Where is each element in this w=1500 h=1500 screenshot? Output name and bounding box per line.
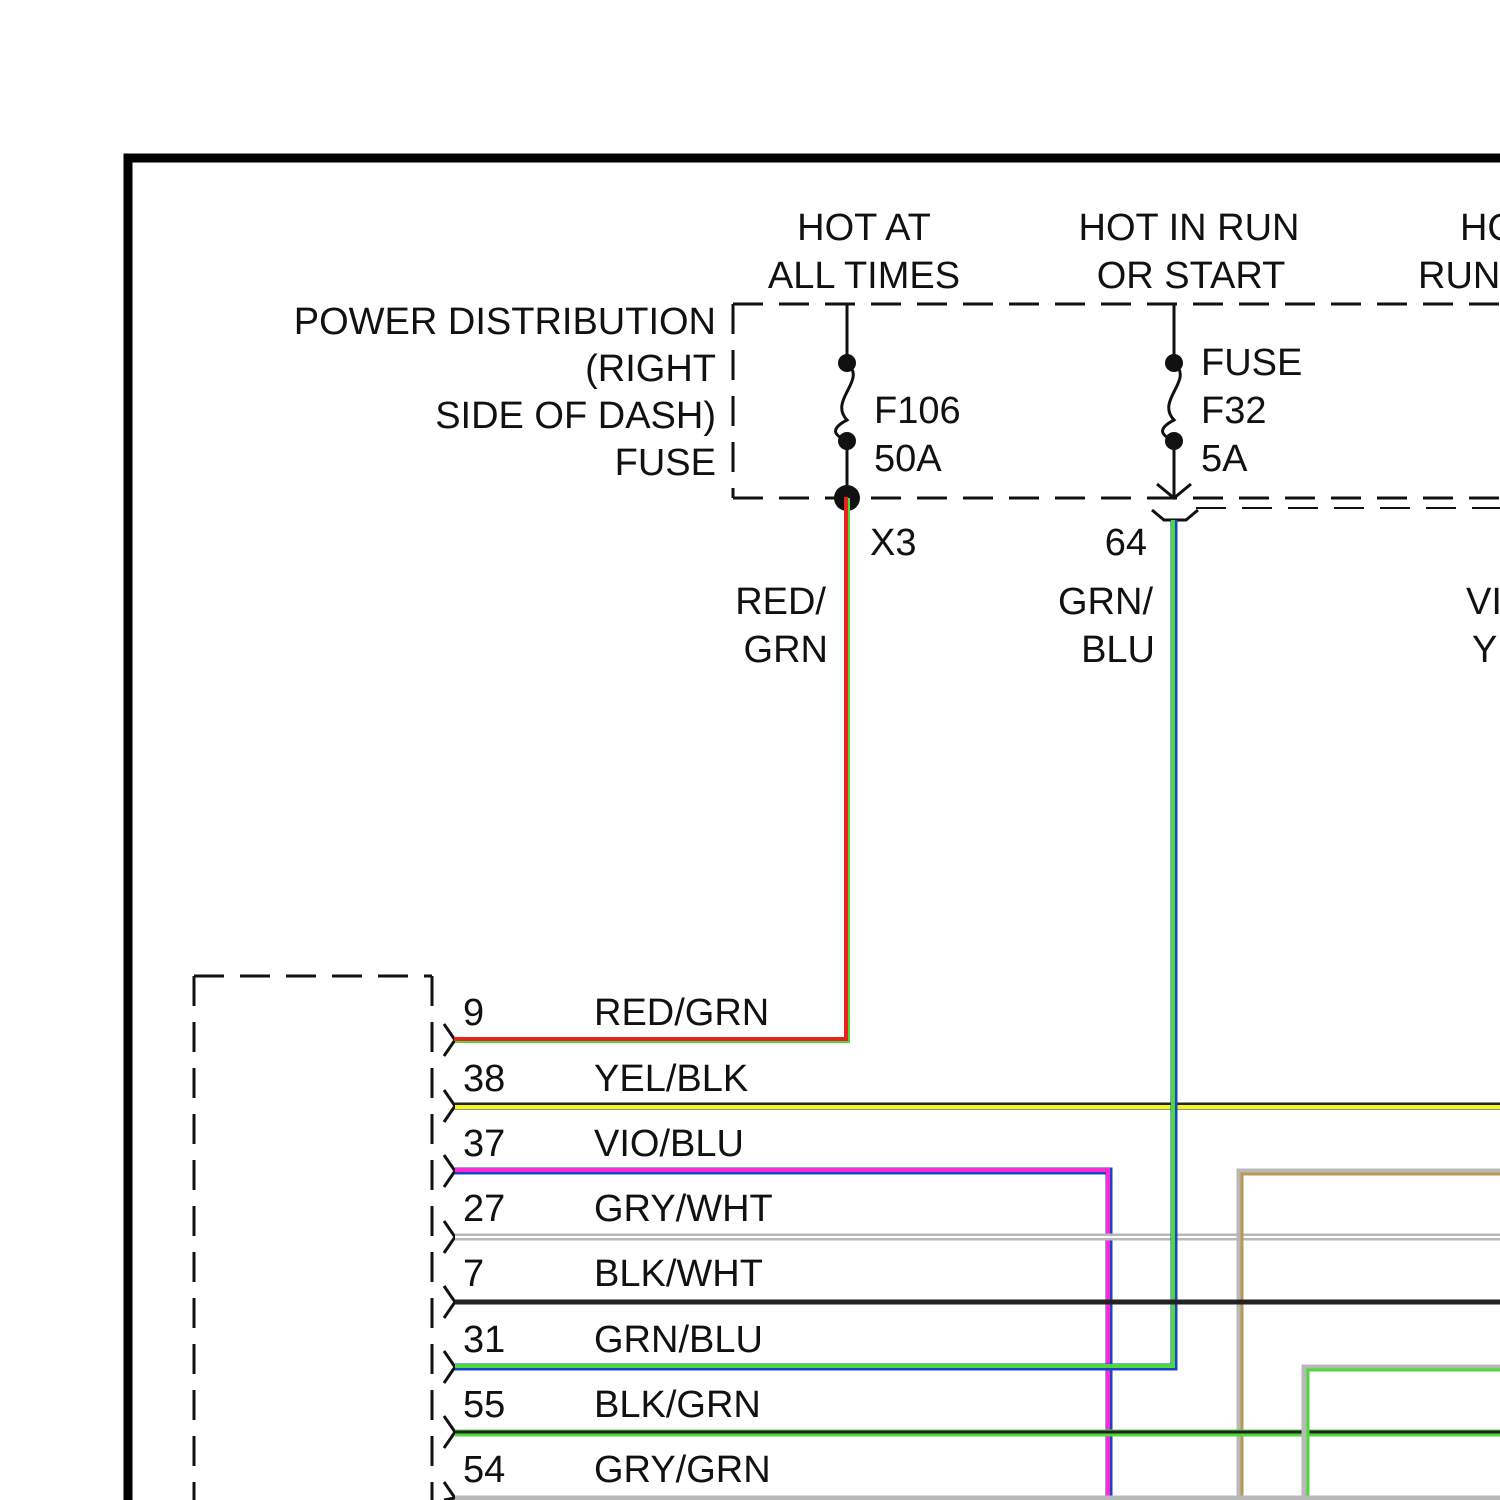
fuse-f106-terminal-top xyxy=(838,354,856,372)
pin-wire-color: GRY/WHT xyxy=(594,1188,773,1230)
fuse-f32-name: F32 xyxy=(1201,390,1266,432)
feed-wire-red-grn-line2: GRN xyxy=(744,629,828,671)
pin-number: 55 xyxy=(463,1384,505,1426)
fuse-f106-name: F106 xyxy=(874,390,961,432)
fuse-f32-symbol xyxy=(1152,304,1198,520)
pin-number: 9 xyxy=(463,992,484,1034)
fuse-f32-terminal-top xyxy=(1165,354,1183,372)
pin-wire-color: YEL/BLK xyxy=(594,1058,748,1100)
feed-wire-partial-line2: Y xyxy=(1472,629,1497,671)
power-distribution-line1: POWER DISTRIBUTION xyxy=(294,301,716,343)
hot-run-partial-line1: HO xyxy=(1460,207,1500,249)
wire-red-grn-outline xyxy=(455,498,847,1040)
power-distribution-line3: SIDE OF DASH) xyxy=(435,395,716,437)
feed-wire-partial-line1: VI xyxy=(1466,581,1500,623)
fuse-f32-rating: 5A xyxy=(1201,438,1248,480)
feed-wire-grn-blu-line2: BLU xyxy=(1081,629,1155,671)
hot-at-all-times-line2: ALL TIMES xyxy=(768,255,960,297)
hot-in-run-line2: OR START xyxy=(1097,255,1286,297)
fuse-f32-terminal-bottom xyxy=(1165,432,1183,450)
pin-wire-color: GRN/BLU xyxy=(594,1319,763,1361)
connector-64-label: 64 xyxy=(1105,522,1147,564)
fuse-f106-terminal-bottom xyxy=(838,432,856,450)
feed-wire-red-grn-line1: RED/ xyxy=(735,581,826,623)
power-distribution-line4: FUSE xyxy=(615,442,716,484)
pin-wire-color: BLK/GRN xyxy=(594,1384,761,1426)
pin-number: 27 xyxy=(463,1188,505,1230)
fuse-f106-rating: 50A xyxy=(874,438,942,480)
hot-at-all-times-line1: HOT AT xyxy=(797,207,931,249)
hot-run-partial-line2: RUN xyxy=(1418,255,1500,297)
pin-number: 7 xyxy=(463,1253,484,1295)
pin-wire-color: GRY/GRN xyxy=(594,1449,771,1491)
connector-x3-label: X3 xyxy=(870,522,916,564)
pin-wire-color: VIO/BLU xyxy=(594,1123,744,1165)
wire-vio-blu-outline xyxy=(455,1171,1109,1500)
pin-chevrons xyxy=(444,1024,455,1500)
pin-number: 54 xyxy=(463,1449,505,1491)
wire-vio-blu xyxy=(455,1170,1108,1500)
pin-wire-color: RED/GRN xyxy=(594,992,769,1034)
pin-wire-color: BLK/WHT xyxy=(594,1253,763,1295)
wire-red-grn xyxy=(454,497,846,1039)
fuse-f32-word: FUSE xyxy=(1201,342,1302,384)
fuse-f106-symbol xyxy=(836,304,854,498)
power-distribution-line2: (RIGHT xyxy=(585,348,716,390)
wire-tan xyxy=(1242,1174,1500,1500)
pin-number: 37 xyxy=(463,1123,505,1165)
pin-number: 31 xyxy=(463,1319,505,1361)
hot-in-run-line1: HOT IN RUN xyxy=(1079,207,1300,249)
feed-wire-grn-blu-line1: GRN/ xyxy=(1058,581,1153,623)
module-outline xyxy=(194,976,432,1500)
wire-tan-outline xyxy=(1240,1172,1500,1500)
pin-number: 38 xyxy=(463,1058,505,1100)
